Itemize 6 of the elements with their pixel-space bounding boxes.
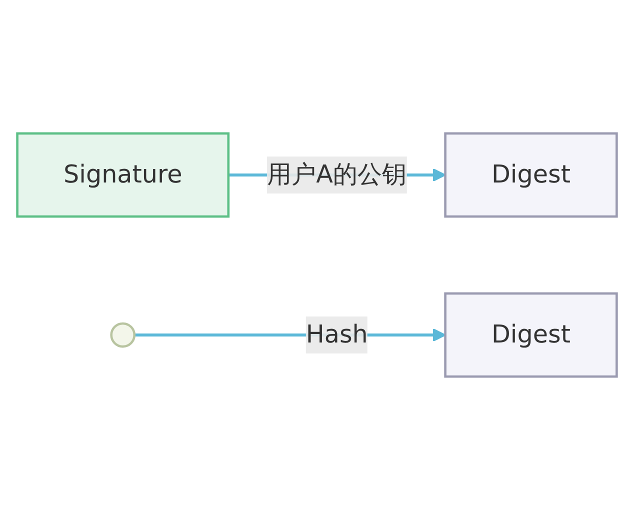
node-box: Digest (444, 292, 618, 378)
node-circle (110, 322, 136, 348)
edge-label: 用户A的公钥 (266, 160, 407, 189)
edge-label: Hash (306, 320, 368, 349)
node-box: Signature (16, 132, 230, 218)
node-box: Digest (444, 132, 618, 218)
